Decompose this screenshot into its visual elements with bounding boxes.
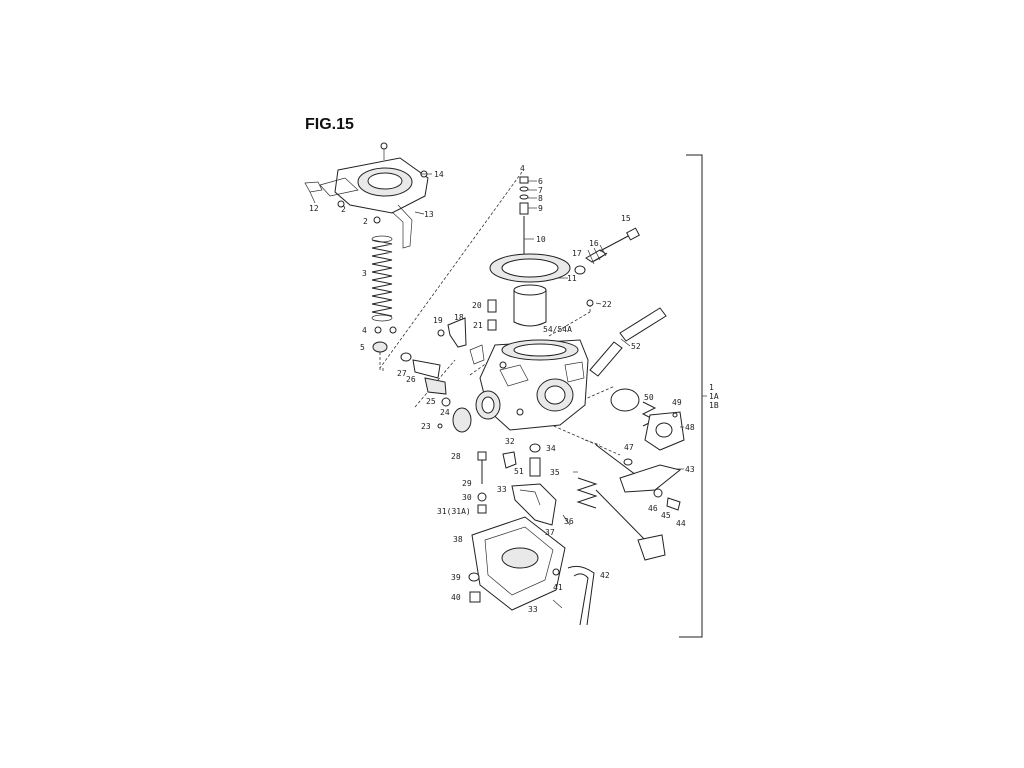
callout-22: 22 — [602, 300, 612, 309]
callout-31: 31(31A) — [437, 507, 471, 516]
leader-lines — [309, 173, 684, 609]
assembly-ref-labels: 1 1A 1B — [709, 383, 719, 410]
callout-20: 20 — [472, 301, 482, 310]
callout-2b: 2 — [363, 217, 368, 226]
assembly-ref-1: 1 — [709, 383, 714, 392]
callout-15: 15 — [621, 214, 631, 223]
pump-rod-lever — [595, 444, 682, 511]
callout-25: 25 — [426, 397, 436, 406]
callout-51: 51 — [514, 467, 524, 476]
callout-10: 10 — [536, 235, 546, 244]
callout-3: 3 — [362, 269, 367, 278]
callout-33b: 33 — [528, 605, 538, 614]
callout-52: 52 — [631, 342, 641, 351]
callout-9: 9 — [538, 204, 543, 213]
callout-47: 47 — [624, 443, 634, 452]
callout-46: 46 — [648, 504, 658, 513]
callout-29: 29 — [462, 479, 472, 488]
idle-adjust-screw — [574, 227, 640, 275]
float-bowl — [468, 516, 566, 611]
assembly-bracket — [679, 154, 707, 638]
callout-12: 12 — [309, 204, 319, 213]
overflow-hose — [552, 565, 595, 626]
callout-14: 14 — [434, 170, 444, 179]
assembly-ref-1a: 1A — [709, 392, 719, 401]
top-cover-assembly — [304, 142, 429, 249]
pilot-screw-parts — [487, 299, 594, 331]
vent-tube — [589, 307, 667, 377]
callout-34: 34 — [546, 444, 556, 453]
callout-39: 39 — [451, 573, 461, 582]
callout-18: 18 — [454, 313, 464, 322]
callout-42: 42 — [600, 571, 610, 580]
callout-4a: 4 — [362, 326, 367, 335]
callout-26: 26 — [406, 375, 416, 384]
assembly-ref-1b: 1B — [709, 401, 719, 410]
callout-labels: 2 2 3 4 4 5 6 7 8 9 10 11 12 13 14 15 16… — [309, 164, 695, 614]
callout-7: 7 — [538, 186, 543, 195]
accelerator-pump-cover — [610, 388, 685, 451]
starter-choke-parts — [400, 352, 472, 433]
callout-50: 50 — [644, 393, 654, 402]
callout-43: 43 — [685, 465, 695, 474]
callout-2a: 2 — [341, 205, 346, 214]
callout-5: 5 — [360, 343, 365, 352]
callout-32: 32 — [505, 437, 515, 446]
callout-17: 17 — [572, 249, 582, 258]
callout-28: 28 — [451, 452, 461, 461]
callout-33a: 33 — [497, 485, 507, 494]
figure-title: FIG.15 — [305, 116, 354, 133]
callout-49: 49 — [672, 398, 682, 407]
carburetor-body — [475, 339, 589, 431]
callout-45: 45 — [661, 511, 671, 520]
throttle-link — [437, 317, 485, 365]
callout-44: 44 — [676, 519, 686, 528]
callout-38: 38 — [453, 535, 463, 544]
callout-4b: 4 — [520, 164, 525, 173]
callout-11: 11 — [567, 274, 577, 283]
callout-36: 36 — [564, 517, 574, 526]
callout-8: 8 — [538, 194, 543, 203]
callout-6: 6 — [538, 177, 543, 186]
callout-30: 30 — [462, 493, 472, 502]
callout-24: 24 — [440, 408, 450, 417]
callout-19: 19 — [433, 316, 443, 325]
callout-27: 27 — [397, 369, 407, 378]
callout-21: 21 — [473, 321, 483, 330]
callout-16: 16 — [589, 239, 599, 248]
callout-48: 48 — [685, 423, 695, 432]
diaphragm-piston — [489, 253, 571, 327]
callout-35: 35 — [550, 468, 560, 477]
callout-41: 41 — [553, 583, 563, 592]
slide-spring — [371, 235, 393, 322]
callout-54: 54/54A — [543, 325, 572, 334]
callout-13: 13 — [424, 210, 434, 219]
throttle-shaft — [562, 477, 666, 561]
needle-holder-parts — [372, 326, 397, 372]
callout-37: 37 — [545, 528, 555, 537]
callout-40: 40 — [451, 593, 461, 602]
float-components — [477, 443, 557, 526]
callout-23: 23 — [421, 422, 431, 431]
